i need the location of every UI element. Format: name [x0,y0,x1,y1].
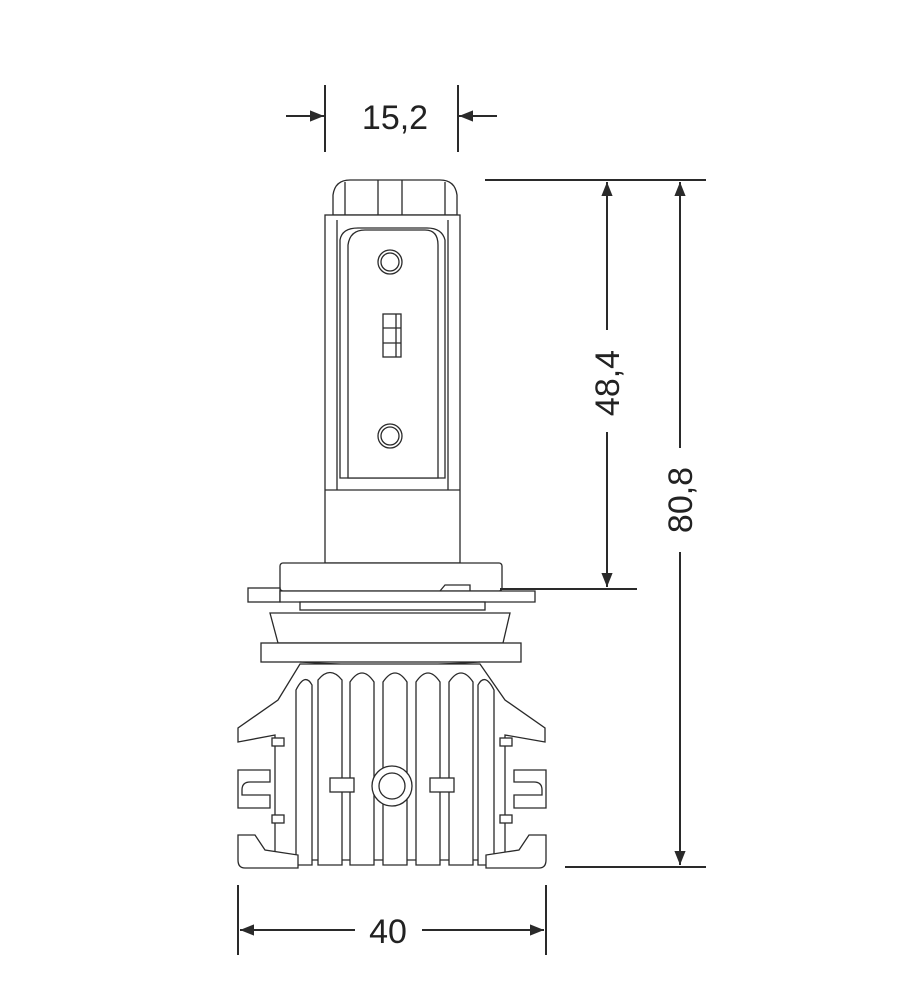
center-hub [329,765,455,807]
bulb-cap [332,179,458,216]
mount-hole-bottom [377,423,403,449]
dimension-label-top-width: 15,2 [362,99,428,137]
dimension-led-height: 48,4 [589,182,627,587]
side-brackets-left [237,737,299,869]
dimension-label-base-width: 40 [369,913,407,951]
bulb-base-flange [247,562,536,666]
heatsink [237,663,547,869]
dimension-label-total-height: 80,8 [662,467,700,533]
led-chip-icon [382,313,402,358]
dimension-label-led-height: 48,4 [589,350,627,416]
side-brackets-right [485,737,547,869]
dimension-total-height: 80,8 [662,182,700,865]
mount-hole-top [377,249,403,275]
dimension-base-width: 40 [237,885,547,955]
led-board [347,229,439,479]
heatsink-fins [295,671,495,866]
dimension-top-width: 15,2 [286,85,497,152]
